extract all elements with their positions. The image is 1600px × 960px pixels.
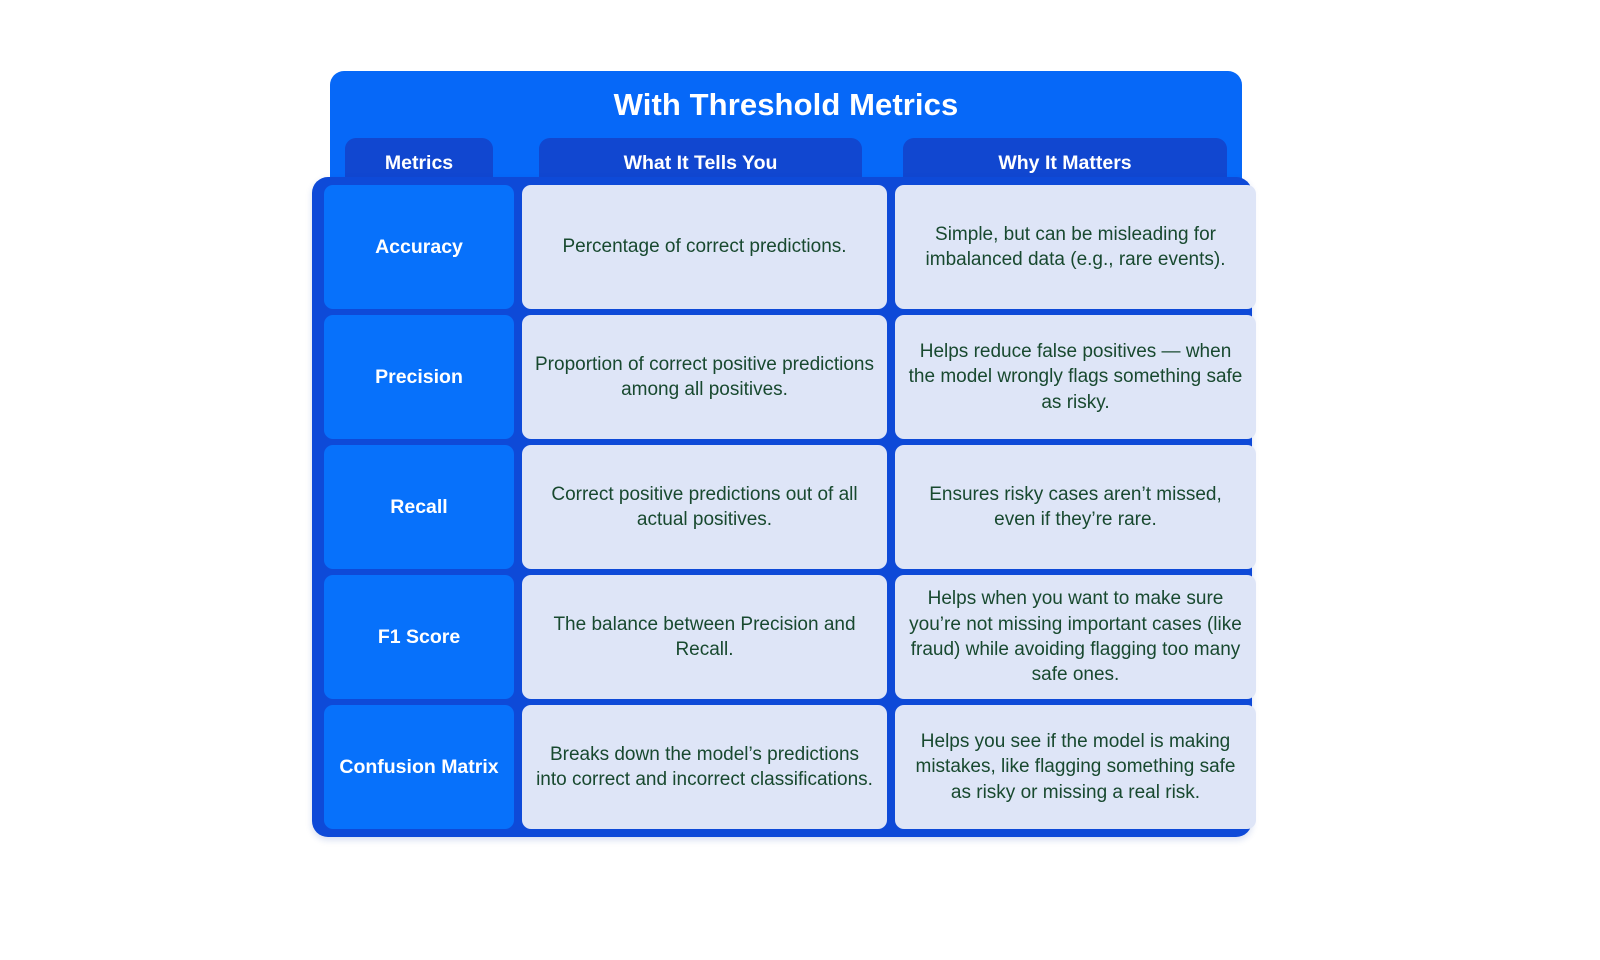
cell-text: Correct positive predictions out of all … bbox=[551, 483, 858, 530]
cell-what-it-tells-you: Correct positive predictions out of all … bbox=[522, 445, 887, 569]
cell-what-it-tells-you: Percentage of correct predictions. bbox=[522, 185, 887, 309]
cell-text: Helps reduce false positives — when the … bbox=[908, 341, 1243, 413]
metric-name: Precision bbox=[375, 365, 463, 388]
cell-why-it-matters: Helps when you want to make sure you’re … bbox=[895, 575, 1256, 699]
page-title: With Threshold Metrics bbox=[613, 87, 959, 122]
table-row: F1 Score bbox=[324, 575, 514, 699]
metric-name: Recall bbox=[390, 495, 448, 518]
cell-text: Helps you see if the model is making mis… bbox=[915, 731, 1236, 803]
cell-why-it-matters: Ensures risky cases aren’t missed, even … bbox=[895, 445, 1256, 569]
cell-why-it-matters: Simple, but can be misleading for imbala… bbox=[895, 185, 1256, 309]
table-row: Accuracy bbox=[324, 185, 514, 309]
metric-name: F1 Score bbox=[377, 625, 461, 648]
table-grid: Accuracy Percentage of correct predictio… bbox=[324, 185, 1256, 829]
cell-text: The balance between Precision and Recall… bbox=[553, 613, 856, 660]
cell-what-it-tells-you: Breaks down the model’s predictions into… bbox=[522, 705, 887, 829]
cell-text: Percentage of correct predictions. bbox=[562, 236, 847, 258]
cell-why-it-matters: Helps you see if the model is making mis… bbox=[895, 705, 1256, 829]
cell-what-it-tells-you: The balance between Precision and Recall… bbox=[522, 575, 887, 699]
table-row: Recall bbox=[324, 445, 514, 569]
metric-name: Accuracy bbox=[375, 235, 463, 258]
cell-text: Helps when you want to make sure you’re … bbox=[909, 588, 1242, 686]
metric-name: Confusion Matrix bbox=[339, 755, 499, 778]
cell-what-it-tells-you: Proportion of correct positive predictio… bbox=[522, 315, 887, 439]
cell-text: Simple, but can be misleading for imbala… bbox=[925, 223, 1226, 270]
table-body-container: Accuracy Percentage of correct predictio… bbox=[312, 177, 1256, 837]
table-row: Confusion Matrix bbox=[324, 705, 514, 829]
cell-text: Breaks down the model’s predictions into… bbox=[536, 743, 873, 790]
table-row: Precision bbox=[324, 315, 514, 439]
cell-text: Ensures risky cases aren’t missed, even … bbox=[929, 483, 1222, 530]
cell-why-it-matters: Helps reduce false positives — when the … bbox=[895, 315, 1256, 439]
cell-text: Proportion of correct positive predictio… bbox=[535, 353, 874, 400]
